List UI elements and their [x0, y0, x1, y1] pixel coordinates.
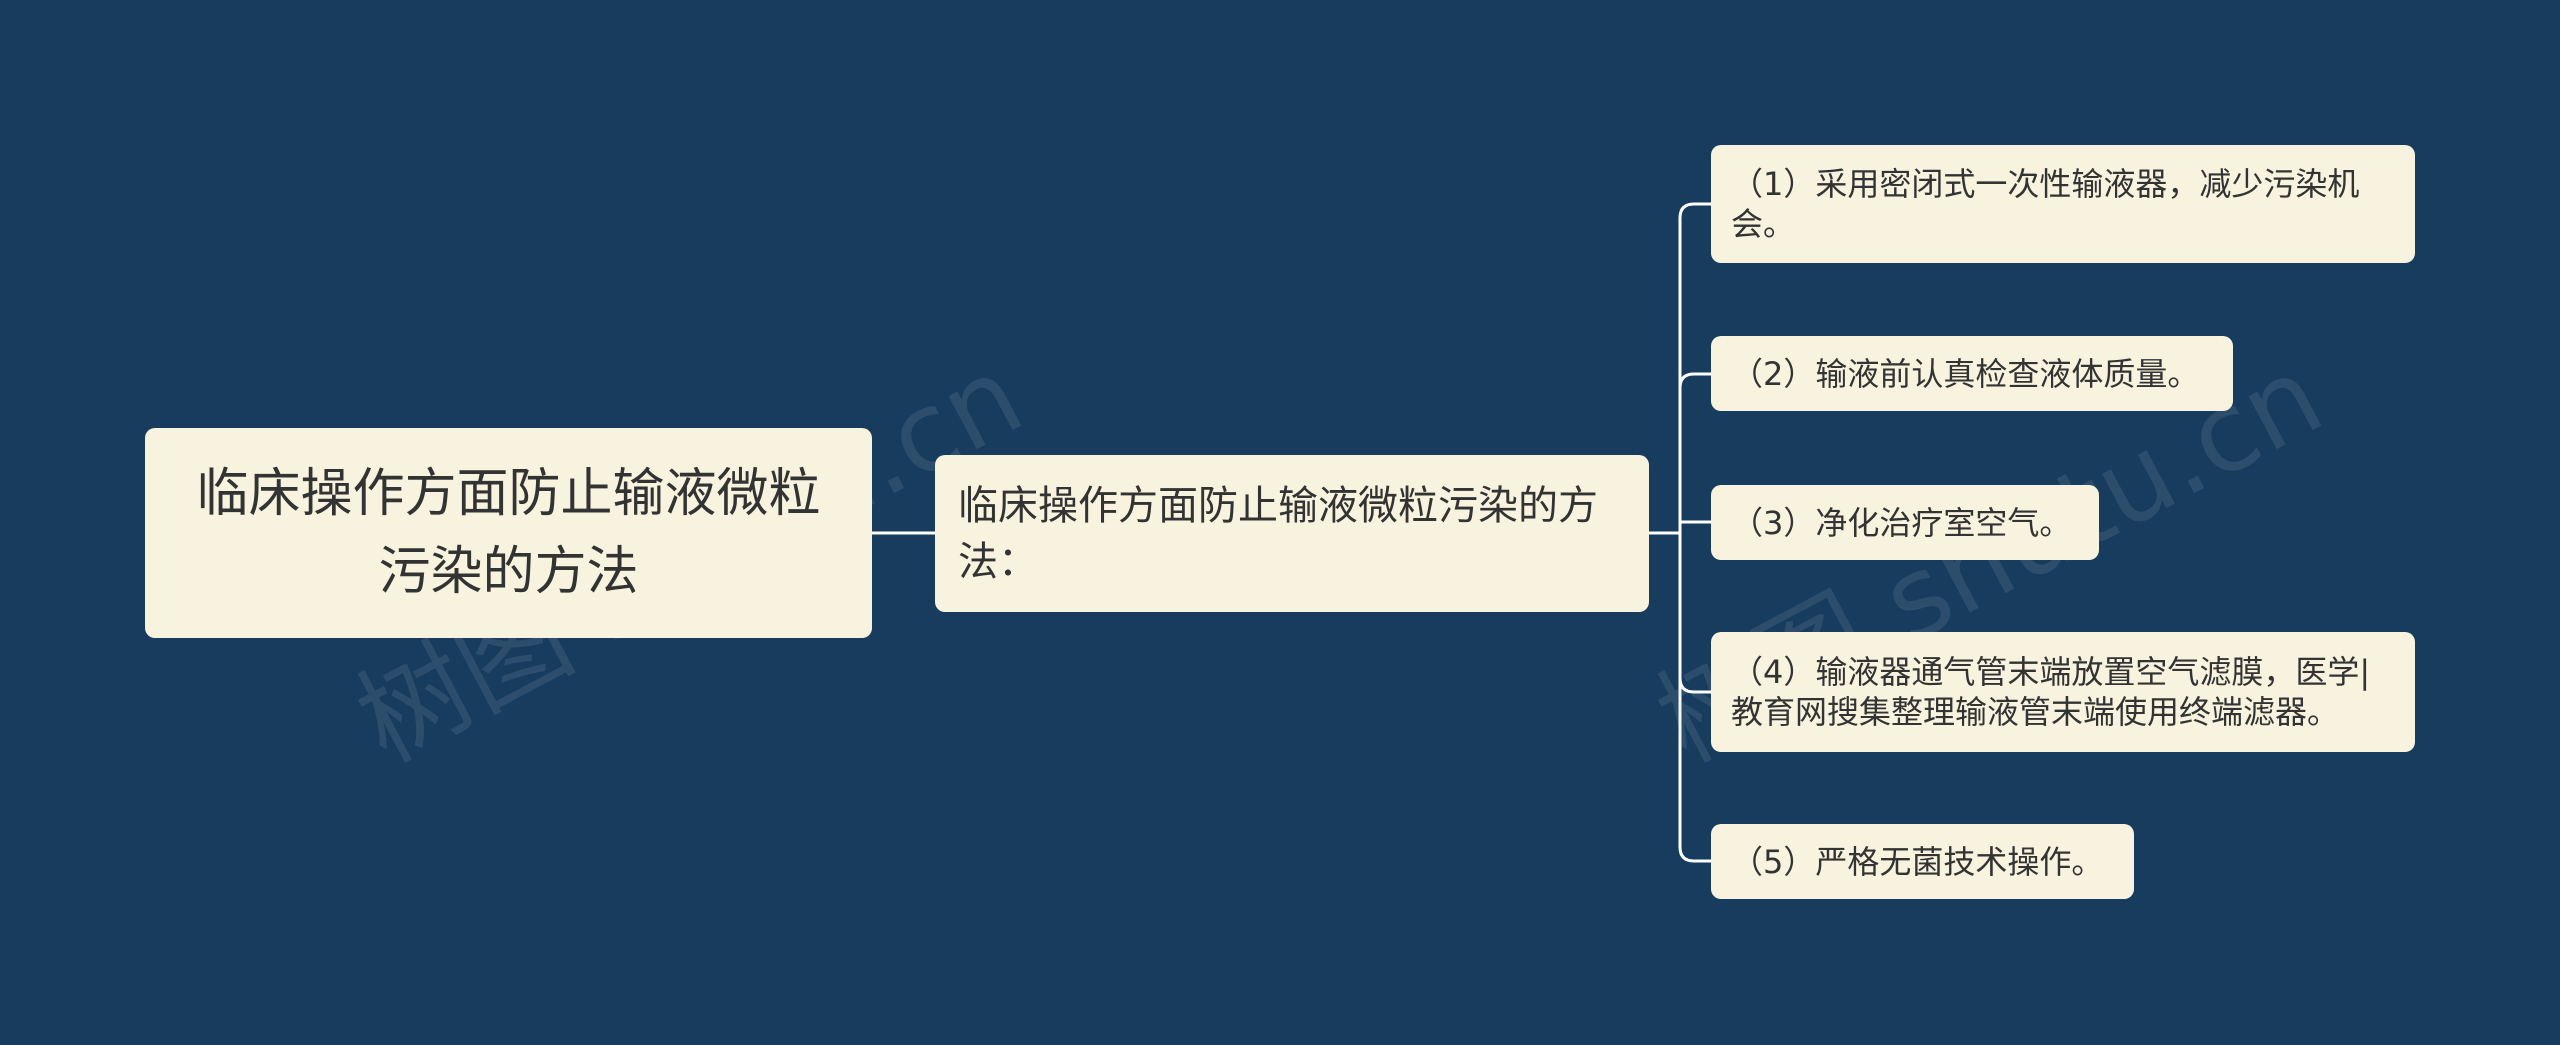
leaf-node[interactable]: （1）采用密闭式一次性输液器，减少污染机会。	[1711, 145, 2415, 263]
root-topic-node[interactable]: 临床操作方面防止输液微粒污染的方法	[145, 428, 872, 638]
subtopic-label: 临床操作方面防止输液微粒污染的方法：	[958, 482, 1598, 585]
leaf-label: （1）采用密闭式一次性输液器，减少污染机会。	[1731, 165, 2360, 243]
leaf-label: （5）严格无菌技术操作。	[1731, 842, 2104, 881]
branch-to-leaf-4	[1678, 677, 1711, 694]
leaf-node[interactable]: （2）输液前认真检查液体质量。	[1711, 336, 2233, 411]
root-topic-label: 临床操作方面防止输液微粒污染的方法	[196, 464, 821, 602]
leaf-node[interactable]: （3）净化治疗室空气。	[1711, 485, 2099, 560]
leaf-node[interactable]: （4）输液器通气管末端放置空气滤膜，医学|教育网搜集整理输液管末端使用终端滤器。	[1711, 632, 2415, 752]
leaf-label: （4）输液器通气管末端放置空气滤膜，医学|教育网搜集整理输液管末端使用终端滤器。	[1731, 653, 2371, 731]
branch-to-leaf-2	[1678, 372, 1711, 389]
leaf-node[interactable]: （5）严格无菌技术操作。	[1711, 824, 2134, 899]
branch-trunk	[1678, 202, 1711, 863]
leaf-label: （2）输液前认真检查液体质量。	[1731, 354, 2200, 393]
leaf-label: （3）净化治疗室空气。	[1731, 503, 2072, 542]
subtopic-node[interactable]: 临床操作方面防止输液微粒污染的方法：	[935, 455, 1649, 612]
